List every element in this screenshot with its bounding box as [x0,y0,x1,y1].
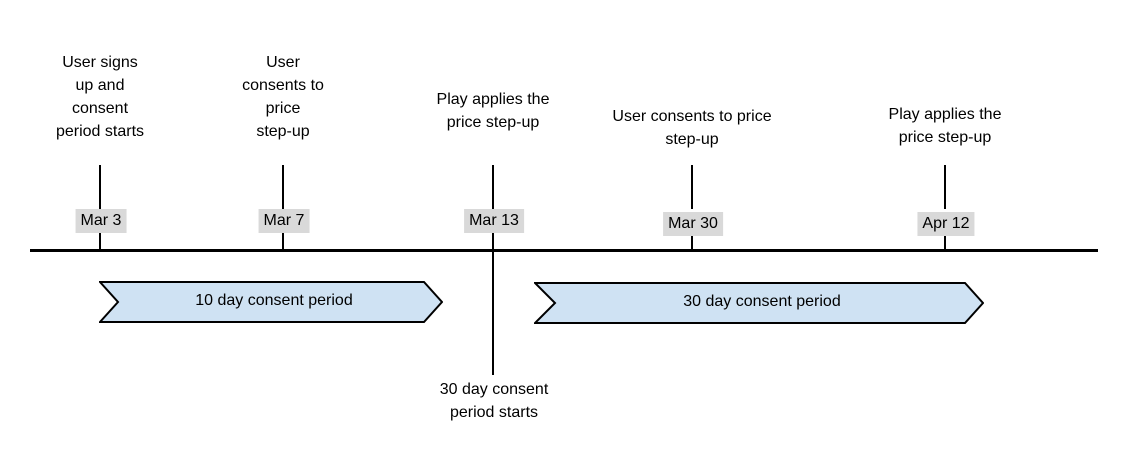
event-tick-lower [282,233,284,250]
consent-period-banner-30day-label: 30 day consent period [683,293,841,310]
consent-period-banner-30day [534,282,984,324]
event-date-chip: Apr 12 [917,212,975,236]
event-tick-lower [944,236,946,250]
event-tick-lower [492,233,494,250]
event-tick-extension [492,251,494,375]
event-date-chip: Mar 3 [75,209,127,233]
event-tick-lower [691,236,693,250]
event-tick-upper [691,165,693,209]
event-tick-upper [282,165,284,209]
timeline-axis [30,249,1098,252]
event-label-play-applies-2: Play applies the price step-up [888,106,1002,146]
event-label-user-signs-up: User signs up and consent period starts [55,54,145,140]
event-label-play-applies-1: Play applies the price step-up [436,91,550,131]
note-30-day-consent-period-starts: 30 day consent period starts [439,381,549,421]
event-date-chip: Mar 7 [258,209,310,233]
event-label-user-consents-1: User consents to price step-up [242,54,324,140]
event-tick-upper [99,165,101,209]
consent-period-banner-10day-label: 10 day consent period [195,292,353,309]
event-date-chip: Mar 13 [464,209,524,233]
event-tick-upper [944,165,946,209]
event-tick-lower [99,233,101,250]
event-tick-upper [492,165,494,209]
consent-period-banner-10day [99,281,443,323]
event-date-chip: Mar 30 [663,212,723,236]
event-label-user-consents-2: User consents to price step-up [612,108,772,148]
